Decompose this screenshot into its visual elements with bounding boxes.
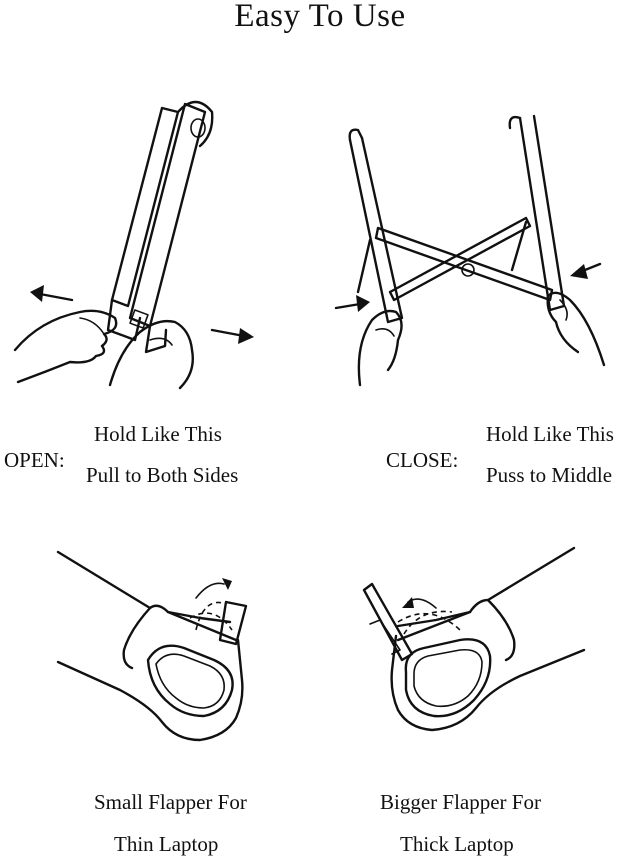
- bigger-flapper-caption-line2: Thick Laptop: [400, 832, 514, 856]
- small-flapper-caption-line2: Thin Laptop: [114, 832, 219, 856]
- open-label: OPEN:: [4, 448, 65, 472]
- close-label: CLOSE:: [386, 448, 459, 472]
- open-stand-illustration: [13, 100, 254, 390]
- open-instruction-line1: Hold Like This: [94, 422, 222, 446]
- page-title: Easy To Use: [234, 0, 406, 34]
- bigger-flapper-illustration: [362, 546, 586, 732]
- close-instruction-line2: Puss to Middle: [486, 463, 613, 487]
- close-instruction-line1: Hold Like This: [486, 422, 614, 446]
- bigger-flapper-caption-line1: Bigger Flapper For: [380, 790, 541, 814]
- close-stand-illustration: [334, 114, 606, 387]
- open-instruction-line2: Pull to Both Sides: [86, 463, 239, 487]
- small-flapper-illustration: [56, 550, 248, 742]
- small-flapper-caption-line1: Small Flapper For: [94, 790, 247, 814]
